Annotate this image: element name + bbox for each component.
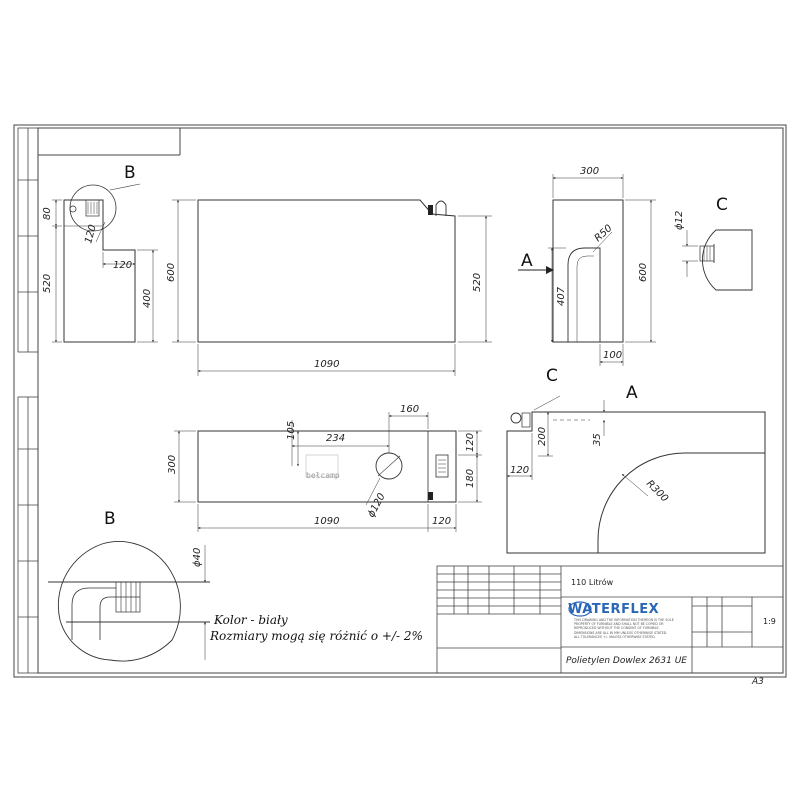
brand-notice-line-5: ALL TOLERANCES +/- UNLESS OTHERWISE STAT…: [574, 635, 656, 639]
front-view: [197, 199, 456, 343]
brand-name: WATERFLEX: [568, 602, 659, 617]
dim-top-105: 105: [286, 421, 297, 440]
label-detail-b: B: [124, 163, 136, 183]
brand-notice-line-1: THIS DRAWING AND THE INFORMATION THEREON…: [573, 618, 674, 622]
view-arrow-a: [518, 266, 554, 274]
top-view-dimensions: [174, 412, 482, 532]
dim-detail-b-phi40: ϕ40: [192, 548, 203, 567]
dim-top-120: 120: [465, 433, 476, 452]
detail-b-circle: [69, 184, 117, 232]
waterflex-logo: WATERFLEX: [568, 601, 659, 617]
note-tolerance: Rozmiary mogą się różnić o +/- 2%: [209, 629, 423, 643]
detail-b-zoom: [48, 541, 210, 662]
dim-side-80: 80: [42, 207, 53, 220]
left-margin-strip-bottom: [17, 396, 39, 674]
dim-detail-c-phi12: ϕ12: [674, 211, 685, 230]
front-view-dimensions: [172, 199, 492, 376]
dim-section-a-35: 35: [592, 433, 603, 446]
scale-value: 1:9: [763, 617, 776, 626]
dim-right-100: 100: [603, 350, 622, 361]
brand-notice-line-2: PROPERTY OF FURNIBLE AND SHALL NOT BE CO…: [574, 622, 664, 626]
dim-right-300: 300: [580, 166, 599, 177]
dim-right-600: 600: [638, 263, 649, 282]
detail-c: [699, 229, 753, 291]
dim-top-phi120: ϕ120: [366, 492, 388, 520]
note-color: Kolor - biały: [213, 613, 288, 627]
dim-section-a-R300: R300: [644, 478, 670, 504]
label-detail-c: C: [716, 195, 728, 215]
dim-top-180: 180: [465, 469, 476, 488]
detail-c-dimensions: [682, 230, 698, 277]
left-margin-strip-top: [17, 127, 39, 353]
side-view-dimensions: [52, 199, 158, 343]
label-section-a-detail: A: [626, 383, 638, 403]
brand-notice-line-3: REPRODUCED WITHOUT THE CONSENT OF FURNIB…: [574, 626, 660, 630]
label-section-a: A: [521, 251, 533, 271]
dim-front-600: 600: [166, 263, 177, 282]
sheet-border: [13, 124, 787, 678]
watermark: bełcamp: [306, 471, 340, 480]
dim-top-1090: 1090: [314, 516, 339, 527]
title-block: [436, 565, 784, 674]
label-detail-b-zoom: B: [104, 509, 116, 529]
dim-front-1090: 1090: [314, 359, 339, 370]
right-view: [552, 199, 624, 343]
top-view: bełcamp: [197, 430, 457, 503]
capacity-label: 110 Litrów: [571, 577, 614, 587]
sheet-size-label: A3: [751, 677, 764, 687]
dim-section-a-120: 120: [510, 465, 529, 476]
dim-right-407: 407: [556, 286, 567, 306]
dim-section-a-200: 200: [537, 427, 548, 446]
dim-top-120-right: 120: [432, 516, 451, 527]
label-detail-c-ref: C: [546, 366, 558, 386]
dim-top-234: 234: [326, 433, 345, 444]
section-a-dimensions: [506, 395, 649, 497]
dim-side-520: 520: [42, 274, 53, 293]
right-view-dimensions: [548, 174, 656, 366]
dim-top-300: 300: [167, 455, 178, 474]
brand-notice-line-4: DIMENSIONS ARE ALL IN MM UNLESS OTHERWIS…: [574, 631, 667, 635]
side-view: [63, 183, 141, 343]
section-a-view: [506, 411, 766, 554]
dim-side-120-diagonal: 120: [83, 223, 99, 244]
dim-side-120: 120: [113, 260, 132, 271]
dim-top-160: 160: [400, 404, 419, 415]
dim-side-400: 400: [142, 289, 153, 308]
dim-front-520: 520: [472, 273, 483, 292]
material-label: Polietylen Dowlex 2631 UE: [566, 656, 687, 666]
